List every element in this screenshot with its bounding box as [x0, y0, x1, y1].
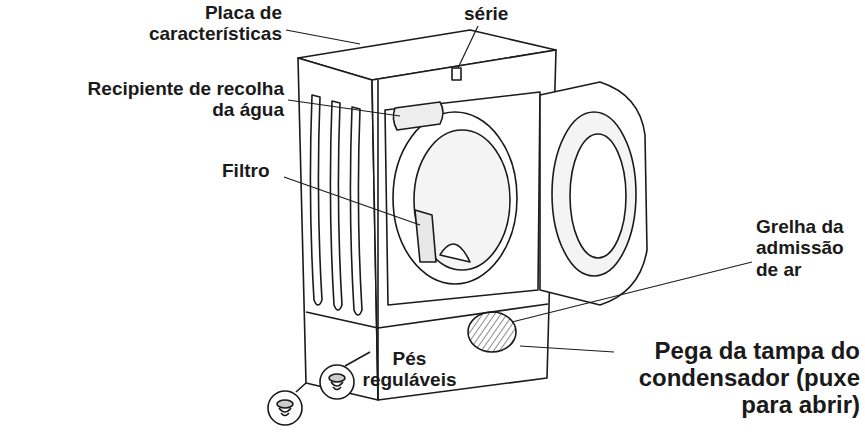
part-label: Pega da tampa do condensador (puxe para … — [616, 338, 860, 419]
water-container — [393, 102, 443, 130]
part-label: série — [464, 3, 544, 24]
drum-paddle — [440, 244, 470, 262]
door-window-inner — [570, 134, 626, 258]
door-panel — [540, 82, 647, 305]
pedestal-lines — [306, 80, 548, 400]
filter — [415, 210, 436, 262]
leader-lines — [284, 26, 752, 352]
dryer-front — [372, 50, 556, 400]
door-window — [552, 112, 636, 276]
air-intake-grille — [468, 312, 516, 352]
adjustable-feet — [268, 352, 370, 425]
drum-opening — [393, 112, 517, 284]
drum-inner — [414, 130, 510, 270]
part-label: Grelha da admissão de ar — [756, 216, 858, 280]
serial-plate — [452, 68, 461, 80]
side-ribs — [310, 95, 362, 315]
dryer-side — [298, 58, 378, 400]
door-frame — [385, 92, 540, 305]
part-label: Recipiente de recolha da água — [66, 78, 284, 121]
part-label: Filtro — [222, 160, 282, 181]
part-label: Placa de características — [110, 2, 282, 45]
part-label: Pés reguláveis — [362, 348, 457, 391]
